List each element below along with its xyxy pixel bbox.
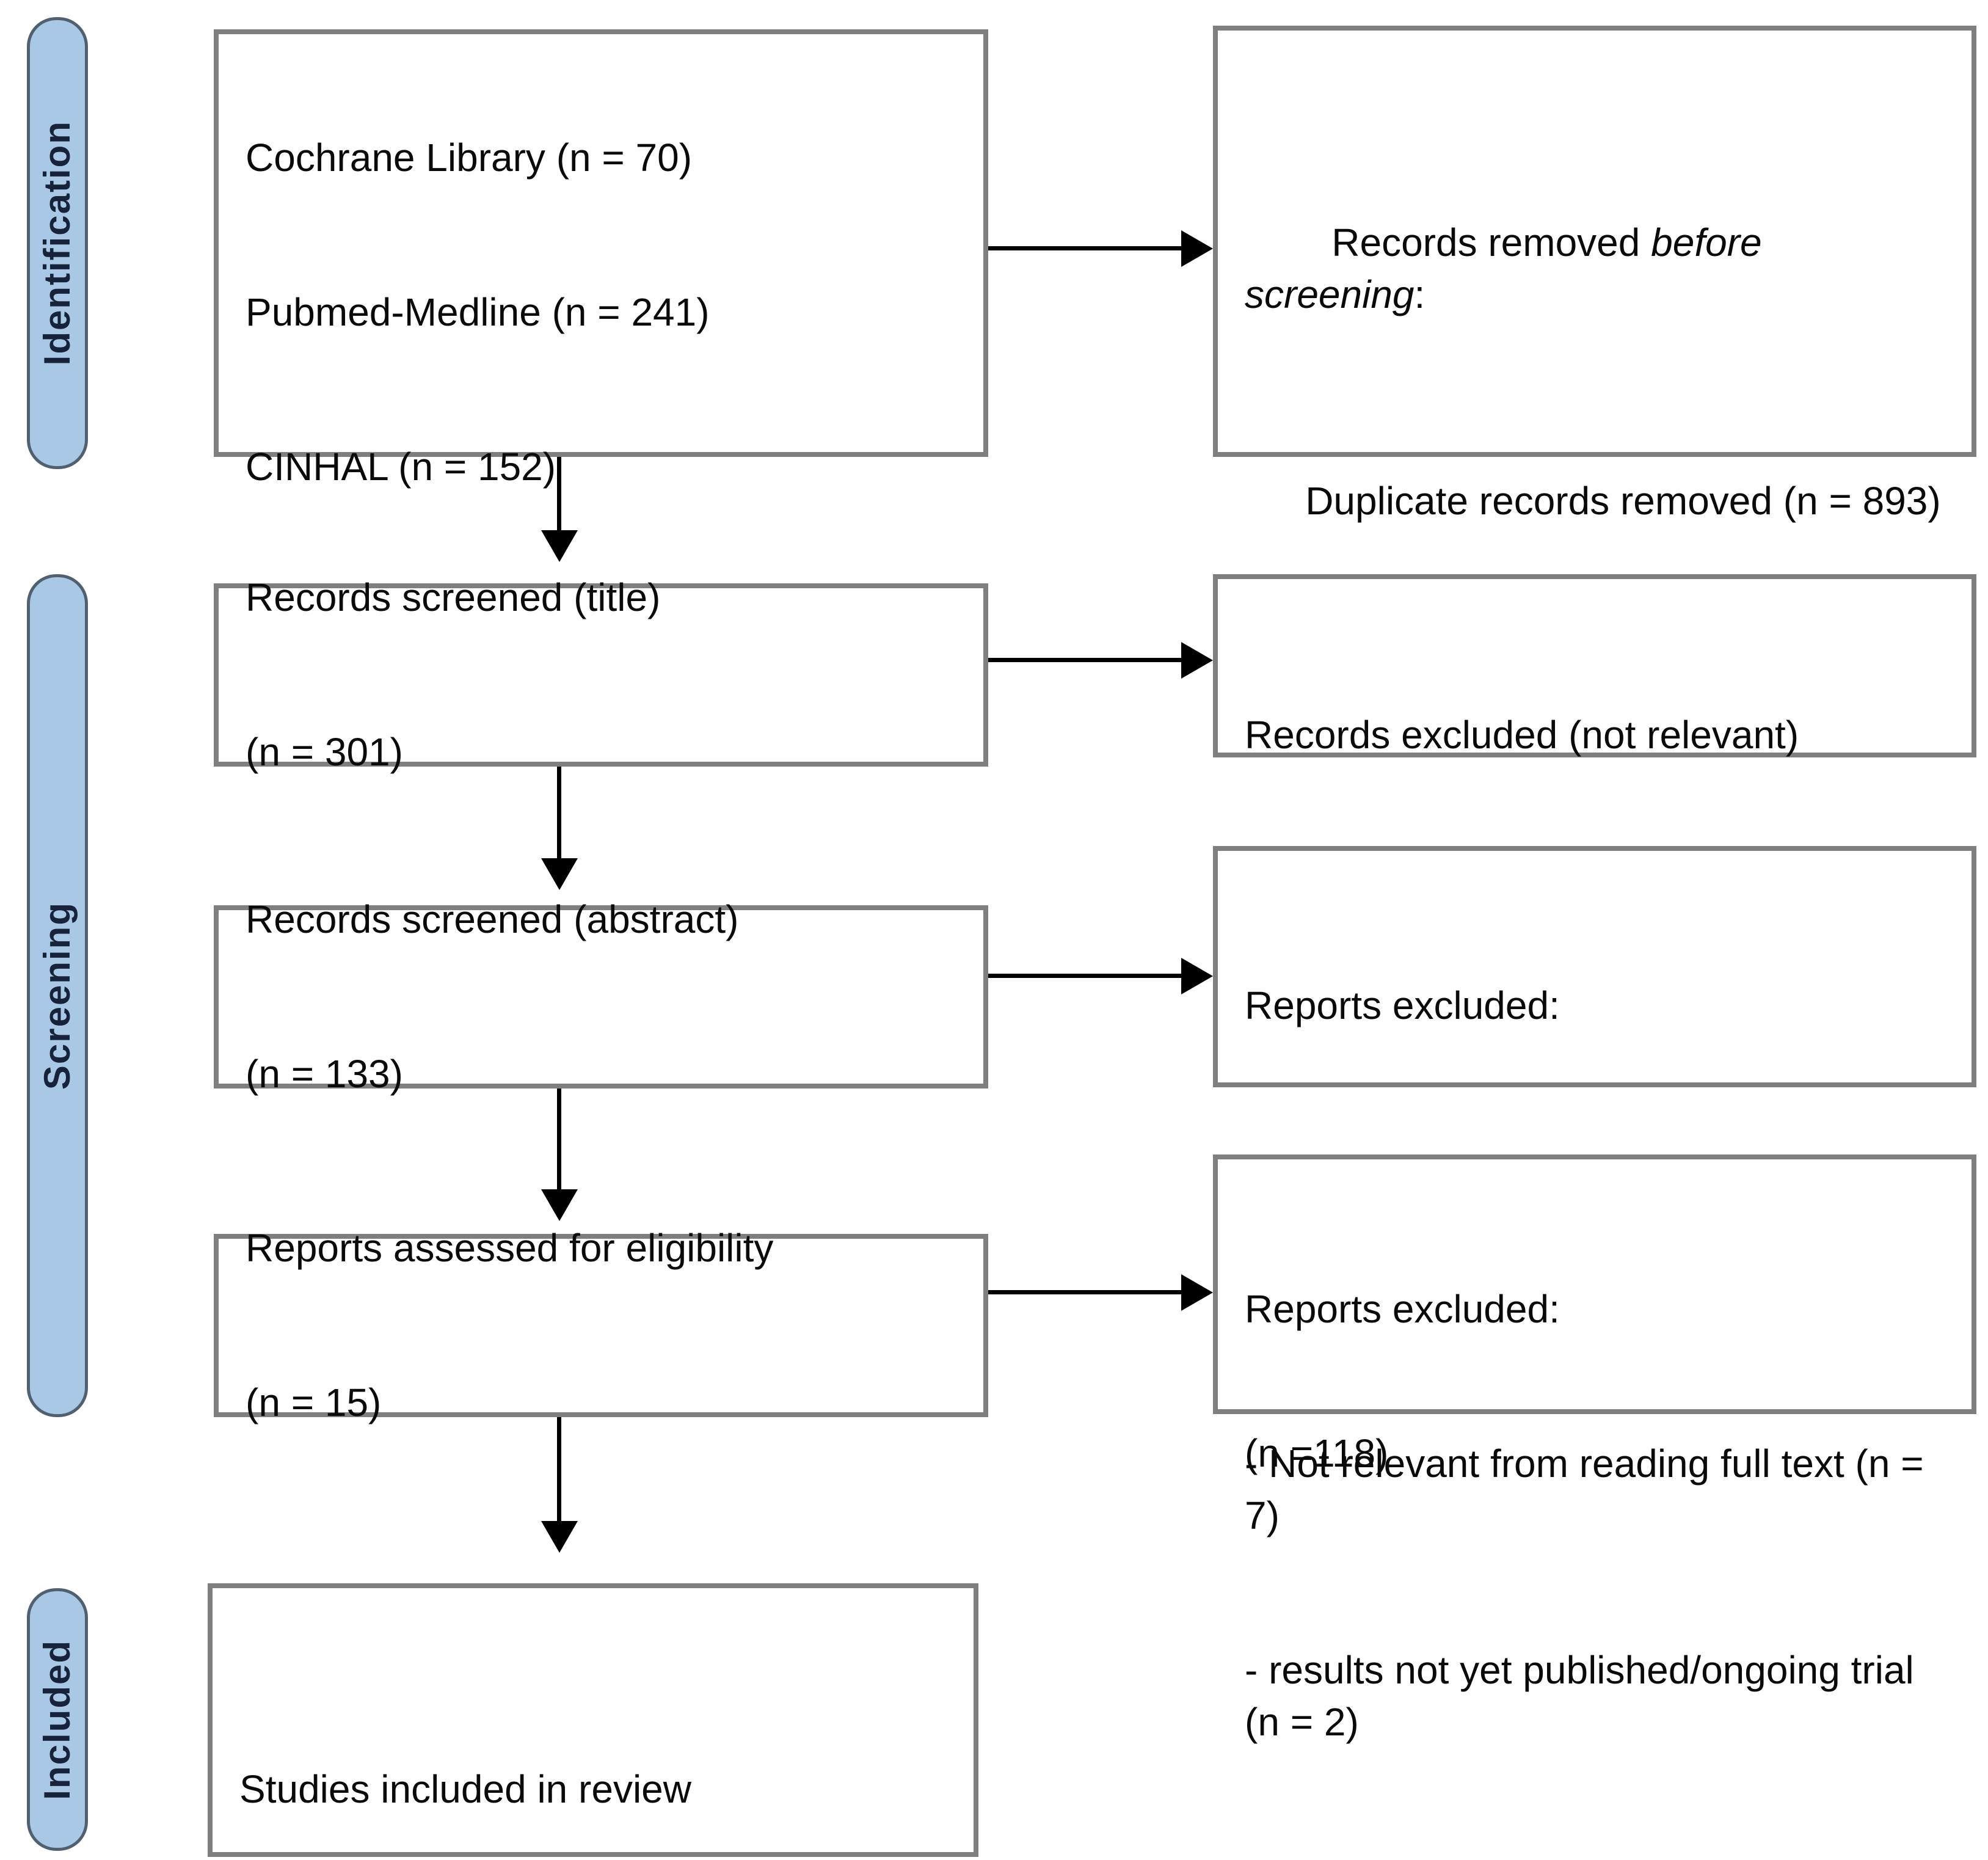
connector-abstract-to-eligibility: [557, 1089, 561, 1195]
box-records-excluded-title: Records excluded (not relevant) (n = 168…: [1213, 574, 1976, 911]
arrowhead-eligibility-to-excluded: [1181, 1274, 1213, 1311]
reports-excluded-abstract-line1: Reports excluded:: [1245, 983, 1560, 1027]
reports-excluded-abstract-line3: (n =118): [1245, 1431, 1389, 1476]
records-screened-title-line2: (n = 301): [246, 730, 403, 775]
reports-excluded-fulltext-line1: Reports excluded:: [1245, 1286, 1560, 1331]
box-records-identified: Records identified (n = 1194): Cochrane …: [214, 29, 988, 644]
studies-included-line1: Studies included in review: [239, 1767, 691, 1811]
arrowhead-abstract-to-eligibility: [541, 1189, 578, 1221]
connector-screened-title-to-abstract: [557, 767, 561, 864]
reports-assessed-line1: Reports assessed for eligibility: [246, 1226, 774, 1271]
stage-label-identification-text: Identification: [37, 120, 78, 366]
records-screened-abstract-line2: (n = 133): [246, 1052, 403, 1096]
arrowhead-screened-abstract-to-excluded: [1181, 958, 1213, 994]
arrowhead-screened-title-to-abstract: [541, 858, 578, 890]
arrowhead-identified-to-removed: [1181, 230, 1213, 267]
box-studies-included: Studies included in review (n= 6): [208, 1583, 978, 1857]
box-reports-excluded-abstract: Reports excluded: -Not relevant from abs…: [1213, 846, 1976, 1475]
connector-screened-abstract-to-excluded: [988, 974, 1181, 978]
reports-excluded-fulltext-line3: - results not yet published/ongoing tria…: [1245, 1648, 1925, 1744]
box-records-removed-before-screening: Records removed before screening: Duplic…: [1213, 26, 1976, 936]
arrowhead-identified-to-screened-title: [541, 530, 578, 562]
box-records-screened-title: Records screened (title) (n = 301): [214, 575, 988, 774]
box-reports-assessed-eligibility: Reports assessed for eligibility (n = 15…: [214, 1226, 988, 1424]
stage-label-identification: Identification: [27, 17, 88, 469]
stage-label-included: Included: [27, 1588, 88, 1851]
arrowhead-eligibility-to-included: [541, 1521, 578, 1553]
records-identified-source-0: Cochrane Library (n = 70): [246, 135, 693, 180]
records-removed-item-0: Duplicate records removed (n = 893): [1305, 478, 1941, 523]
connector-eligibility-to-excluded: [988, 1290, 1181, 1294]
reports-assessed-line2: (n = 15): [246, 1380, 382, 1425]
stage-label-screening: Screening: [27, 574, 88, 1417]
connector-screened-title-to-excluded: [988, 658, 1181, 662]
stage-label-included-text: Included: [37, 1639, 78, 1800]
records-screened-abstract-line1: Records screened (abstract): [246, 897, 739, 942]
records-removed-heading-plain: Records removed: [1331, 221, 1651, 265]
records-identified-source-1: Pubmed-Medline (n = 241): [246, 290, 710, 335]
connector-identified-to-screened-title: [557, 457, 561, 536]
records-removed-heading-italic: before screening: [1245, 221, 1773, 316]
records-screened-title-line1: Records screened (title): [246, 575, 661, 620]
records-identified-source-2: CINHAL (n = 152): [246, 445, 556, 489]
records-removed-heading-suffix: :: [1414, 272, 1425, 316]
box-records-screened-abstract: Records screened (abstract) (n = 133): [214, 897, 988, 1096]
reports-excluded-fulltext-line2: - Not relevant from reading full text (n…: [1245, 1442, 1935, 1537]
arrowhead-screened-title-to-excluded: [1181, 642, 1213, 679]
records-excluded-title-line1: Records excluded (not relevant): [1245, 712, 1799, 757]
box-reports-excluded-fulltext: Reports excluded: - Not relevant from re…: [1213, 1154, 1976, 1744]
connector-eligibility-to-included: [557, 1417, 561, 1527]
connector-identified-to-removed: [988, 246, 1181, 250]
stage-label-screening-text: Screening: [37, 901, 78, 1090]
records-removed-heading: Records removed before screening:: [1245, 166, 1945, 372]
